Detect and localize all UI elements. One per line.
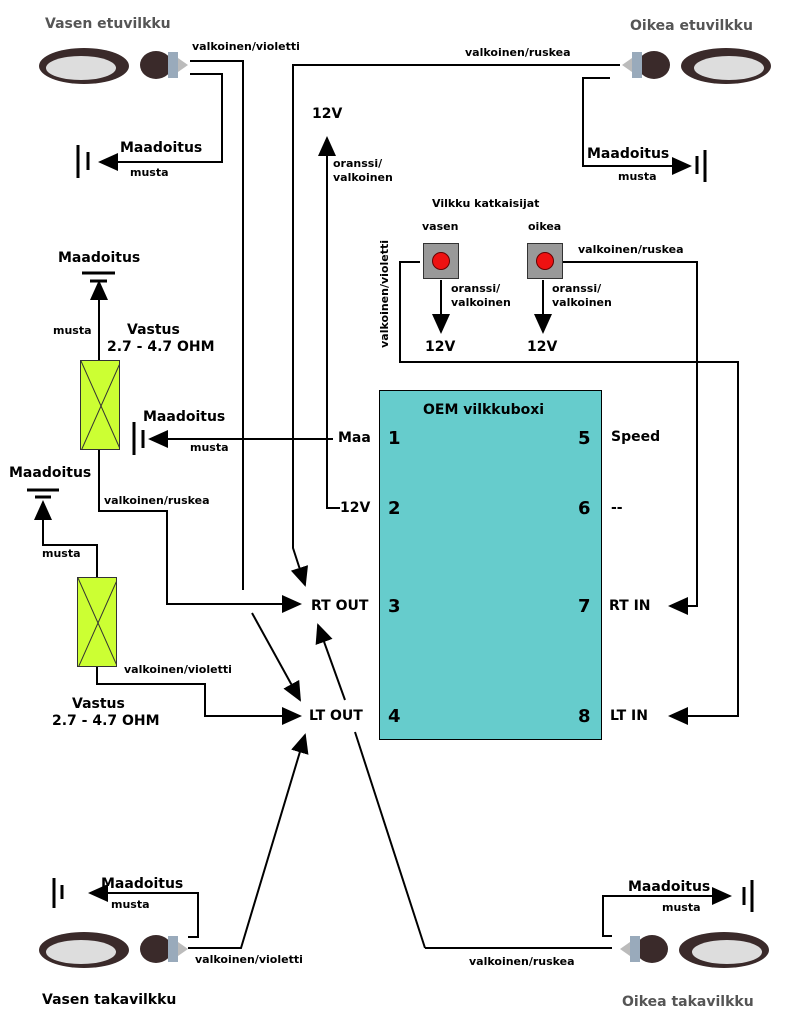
switch-right-label: oikea bbox=[528, 220, 562, 233]
label-black-rr: musta bbox=[662, 901, 701, 914]
lamp-title-rear-left: Vasen takavilkku bbox=[42, 992, 177, 1008]
label-black-maa: musta bbox=[190, 441, 229, 454]
wire-resistor1-brown bbox=[98, 448, 302, 613]
wire-resistor2-ground bbox=[34, 500, 98, 578]
label-ground-fl: Maadoitus bbox=[120, 140, 203, 156]
pin-1-number: 1 bbox=[388, 428, 401, 449]
wire-front-left-ground bbox=[98, 73, 223, 171]
wire-front-left-violet bbox=[190, 60, 244, 590]
label-front-right-brown: valkoinen/ruskea bbox=[465, 46, 571, 59]
resistor2-icon bbox=[77, 577, 117, 667]
switch-left bbox=[423, 243, 459, 279]
pin-5-number: 5 bbox=[578, 428, 591, 449]
wire-resistor2-violet bbox=[96, 666, 302, 725]
label-12v-switch-left: 12V bbox=[425, 339, 456, 355]
oem-flasher-box bbox=[379, 390, 602, 740]
wire-front-right-ground bbox=[582, 77, 692, 175]
wire-front-right-brown bbox=[290, 64, 620, 587]
wire-rear-left-violet bbox=[188, 733, 309, 949]
label-orange-white-a2: valkoinen bbox=[333, 171, 393, 184]
pin-3-name: RT OUT bbox=[311, 598, 369, 614]
label-rear-right-brown: valkoinen/ruskea bbox=[469, 955, 575, 968]
label-orange-white-b1: oranssi/ bbox=[451, 282, 501, 295]
lamp-front-right-icon bbox=[622, 48, 771, 84]
pin-2-name: 12V bbox=[340, 500, 371, 516]
wire-switch-right-brown bbox=[562, 261, 698, 615]
label-orange-white-a1: oranssi/ bbox=[333, 157, 383, 170]
label-12v-switch-right: 12V bbox=[527, 339, 558, 355]
label-ground-rl: Maadoitus bbox=[101, 876, 184, 892]
label-black-rl: musta bbox=[111, 898, 150, 911]
lamp-rear-right-icon bbox=[620, 932, 769, 968]
label-switch-violet: valkoinen/violetti bbox=[378, 240, 391, 348]
label-black-fr: musta bbox=[618, 170, 657, 183]
wire-rear-right-to-rtout bbox=[315, 623, 346, 701]
pin-6-name: -- bbox=[611, 500, 623, 516]
switch-left-label: vasen bbox=[422, 220, 459, 233]
lamp-rear-left-icon bbox=[39, 932, 188, 968]
lamp-title-front-right: Oikea etuvilkku bbox=[630, 18, 753, 34]
resistor1-value: 2.7 - 4.7 OHM bbox=[107, 339, 215, 355]
resistor2-label: Vastus bbox=[72, 696, 125, 712]
wire-rear-left-ground bbox=[88, 884, 199, 938]
resistor1-icon bbox=[80, 360, 120, 450]
label-r2-violet: valkoinen/violetti bbox=[124, 663, 232, 676]
switch-right-button-icon bbox=[536, 252, 554, 270]
label-black-r2: musta bbox=[42, 547, 81, 560]
label-black-r1: musta bbox=[53, 324, 92, 337]
pin-2-number: 2 bbox=[388, 498, 401, 519]
label-ground-rr: Maadoitus bbox=[628, 879, 711, 895]
wire-rear-right-lower bbox=[354, 731, 426, 949]
label-black-fl: musta bbox=[130, 166, 169, 179]
pin-3-number: 3 bbox=[388, 596, 401, 617]
wire-front-left-to-ltout bbox=[251, 612, 301, 702]
label-orange-white-c1: oranssi/ bbox=[552, 282, 602, 295]
label-r1-brown: valkoinen/ruskea bbox=[104, 494, 210, 507]
wire-12v-supply bbox=[318, 136, 340, 509]
label-switch-brown: valkoinen/ruskea bbox=[578, 243, 684, 256]
switches-title: Vilkku katkaisijat bbox=[432, 197, 540, 210]
pin-5-name: Speed bbox=[611, 429, 661, 445]
pin-7-number: 7 bbox=[578, 596, 591, 617]
switch-left-button-icon bbox=[432, 252, 450, 270]
label-front-left-violet: valkoinen/violetti bbox=[192, 40, 300, 53]
lamp-title-front-left: Vasen etuvilkku bbox=[45, 16, 171, 32]
label-orange-white-b2: valkoinen bbox=[451, 296, 511, 309]
pin-4-name: LT OUT bbox=[309, 708, 363, 724]
pin-1-name: Maa bbox=[338, 430, 371, 446]
label-rear-left-violet: valkoinen/violetti bbox=[195, 953, 303, 966]
pin-8-name: LT IN bbox=[610, 708, 648, 724]
wire-rear-right-ground bbox=[602, 887, 732, 937]
wire-switch-left-violet bbox=[399, 261, 739, 725]
pin-8-number: 8 bbox=[578, 706, 591, 727]
label-ground-r1: Maadoitus bbox=[58, 250, 141, 266]
switch-right bbox=[527, 243, 563, 279]
lamp-title-rear-right: Oikea takavilkku bbox=[622, 994, 754, 1010]
resistor1-label: Vastus bbox=[127, 322, 180, 338]
label-12v-top: 12V bbox=[312, 106, 343, 122]
pin-7-name: RT IN bbox=[609, 598, 651, 614]
box-title: OEM vilkkuboxi bbox=[423, 402, 545, 418]
pin-6-number: 6 bbox=[578, 498, 591, 519]
label-ground-fr: Maadoitus bbox=[587, 146, 670, 162]
resistor2-value: 2.7 - 4.7 OHM bbox=[52, 713, 160, 729]
label-orange-white-c2: valkoinen bbox=[552, 296, 612, 309]
label-ground-r2: Maadoitus bbox=[9, 465, 92, 481]
lamp-front-left-icon bbox=[39, 48, 188, 84]
pin-4-number: 4 bbox=[388, 706, 401, 727]
label-ground-maa: Maadoitus bbox=[143, 409, 226, 425]
